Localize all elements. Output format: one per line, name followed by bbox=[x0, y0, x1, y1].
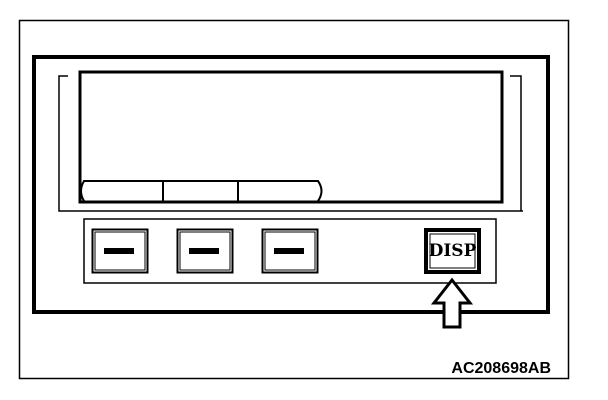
button-2[interactable] bbox=[176, 228, 234, 274]
dash-icon bbox=[274, 248, 304, 254]
disp-button[interactable]: DISP bbox=[424, 228, 481, 274]
dash-icon bbox=[189, 248, 219, 254]
lcd-screen bbox=[78, 70, 504, 204]
button-3[interactable] bbox=[261, 228, 319, 274]
button-panel bbox=[83, 218, 497, 284]
dash-icon bbox=[104, 248, 134, 254]
up-arrow-icon bbox=[430, 277, 474, 329]
display-bezel-right bbox=[510, 75, 522, 211]
figure-frame bbox=[18, 19, 570, 380]
device-housing bbox=[32, 55, 550, 314]
button-1[interactable] bbox=[91, 228, 149, 274]
soft-key-tabs bbox=[80, 180, 323, 202]
disp-button-label: DISP bbox=[429, 241, 477, 261]
figure-id: AC208698AB bbox=[451, 360, 551, 377]
display-bezel-left bbox=[58, 75, 523, 212]
